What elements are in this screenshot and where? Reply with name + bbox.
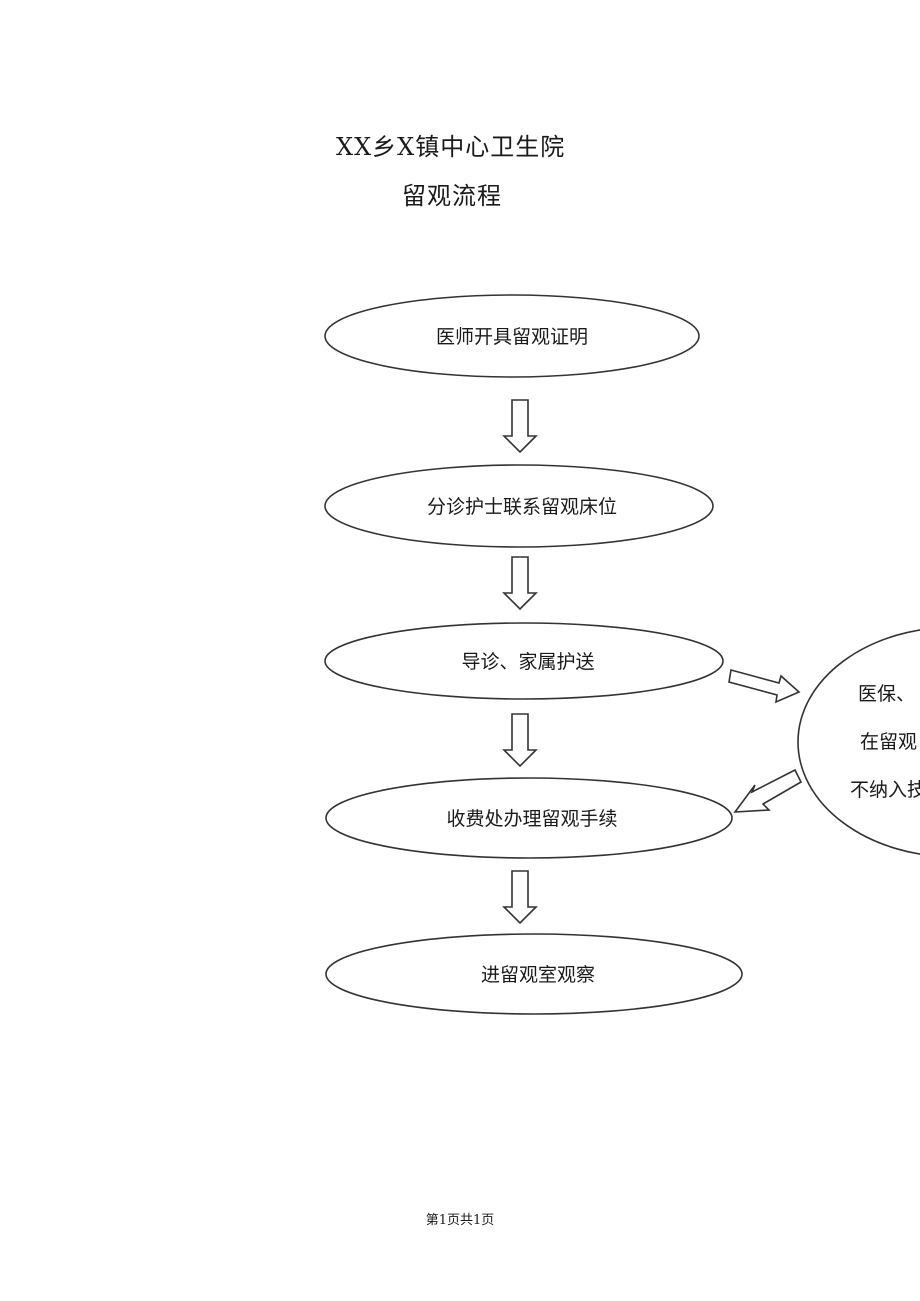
left-arrow-icon: [733, 768, 803, 813]
step-4-label: 收费处办理留观手续: [446, 808, 617, 830]
step-5-label: 进留观室观察: [481, 964, 595, 986]
step-2-label: 分诊护士联系留观床位: [427, 496, 617, 518]
page-subtitle: 留观流程: [402, 182, 502, 210]
down-arrow-icon: [502, 556, 538, 611]
down-arrow-icon: [502, 399, 538, 454]
step-1-label: 医师开具留观证明: [436, 326, 588, 348]
side-note-line-2: 在留观: [860, 731, 917, 753]
page-title: XX乡X镇中心卫生院: [336, 133, 566, 161]
side-note-line-3: 不纳入技: [850, 779, 920, 801]
step-3-label: 导诊、家属护送: [461, 651, 594, 673]
step-4-ellipse: [325, 777, 733, 859]
side-note-ellipse: [797, 629, 920, 855]
step-2-ellipse: [324, 464, 714, 548]
page-footer: 第1页共1页: [425, 1213, 495, 1228]
side-note-line-1: 医保、: [858, 683, 915, 705]
step-3-ellipse: [324, 622, 724, 700]
down-arrow-icon: [502, 713, 538, 768]
step-5-ellipse: [325, 933, 743, 1015]
right-arrow-icon: [728, 668, 801, 704]
down-arrow-icon: [502, 870, 538, 925]
step-1-ellipse: [324, 294, 700, 378]
